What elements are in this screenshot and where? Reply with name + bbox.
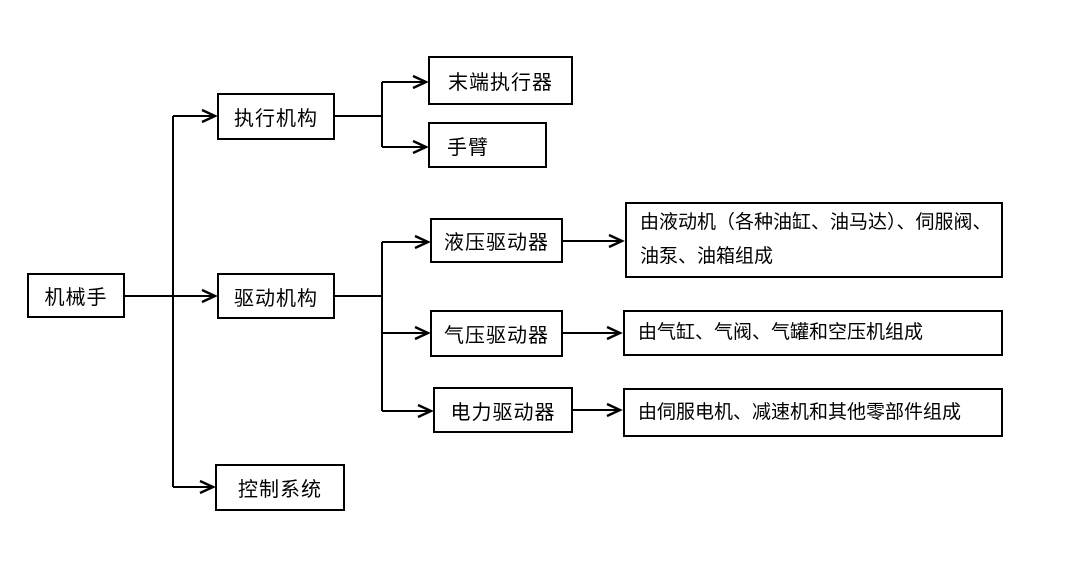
node-electric-driver: 电力驱动器 [433, 387, 573, 433]
node-drive-mechanism: 驱动机构 [217, 273, 335, 319]
node-hydraulic-driver: 液压驱动器 [430, 218, 563, 263]
node-arm: 手臂 [428, 122, 547, 168]
hydraulic-driver-description: 由液动机（各种油缸、油马达）、伺服阀、油泵、油箱组成 [625, 202, 1003, 278]
node-manipulator: 机械手 [27, 273, 125, 318]
node-actuator-mechanism: 执行机构 [217, 93, 335, 140]
node-pneumatic-driver: 气压驱动器 [430, 310, 563, 357]
pneumatic-driver-description: 由气缸、气阀、气罐和空压机组成 [623, 310, 1003, 356]
node-control-system: 控制系统 [215, 464, 345, 511]
node-end-effector: 末端执行器 [428, 56, 573, 105]
electric-driver-description: 由伺服电机、减速机和其他零部件组成 [623, 388, 1003, 437]
